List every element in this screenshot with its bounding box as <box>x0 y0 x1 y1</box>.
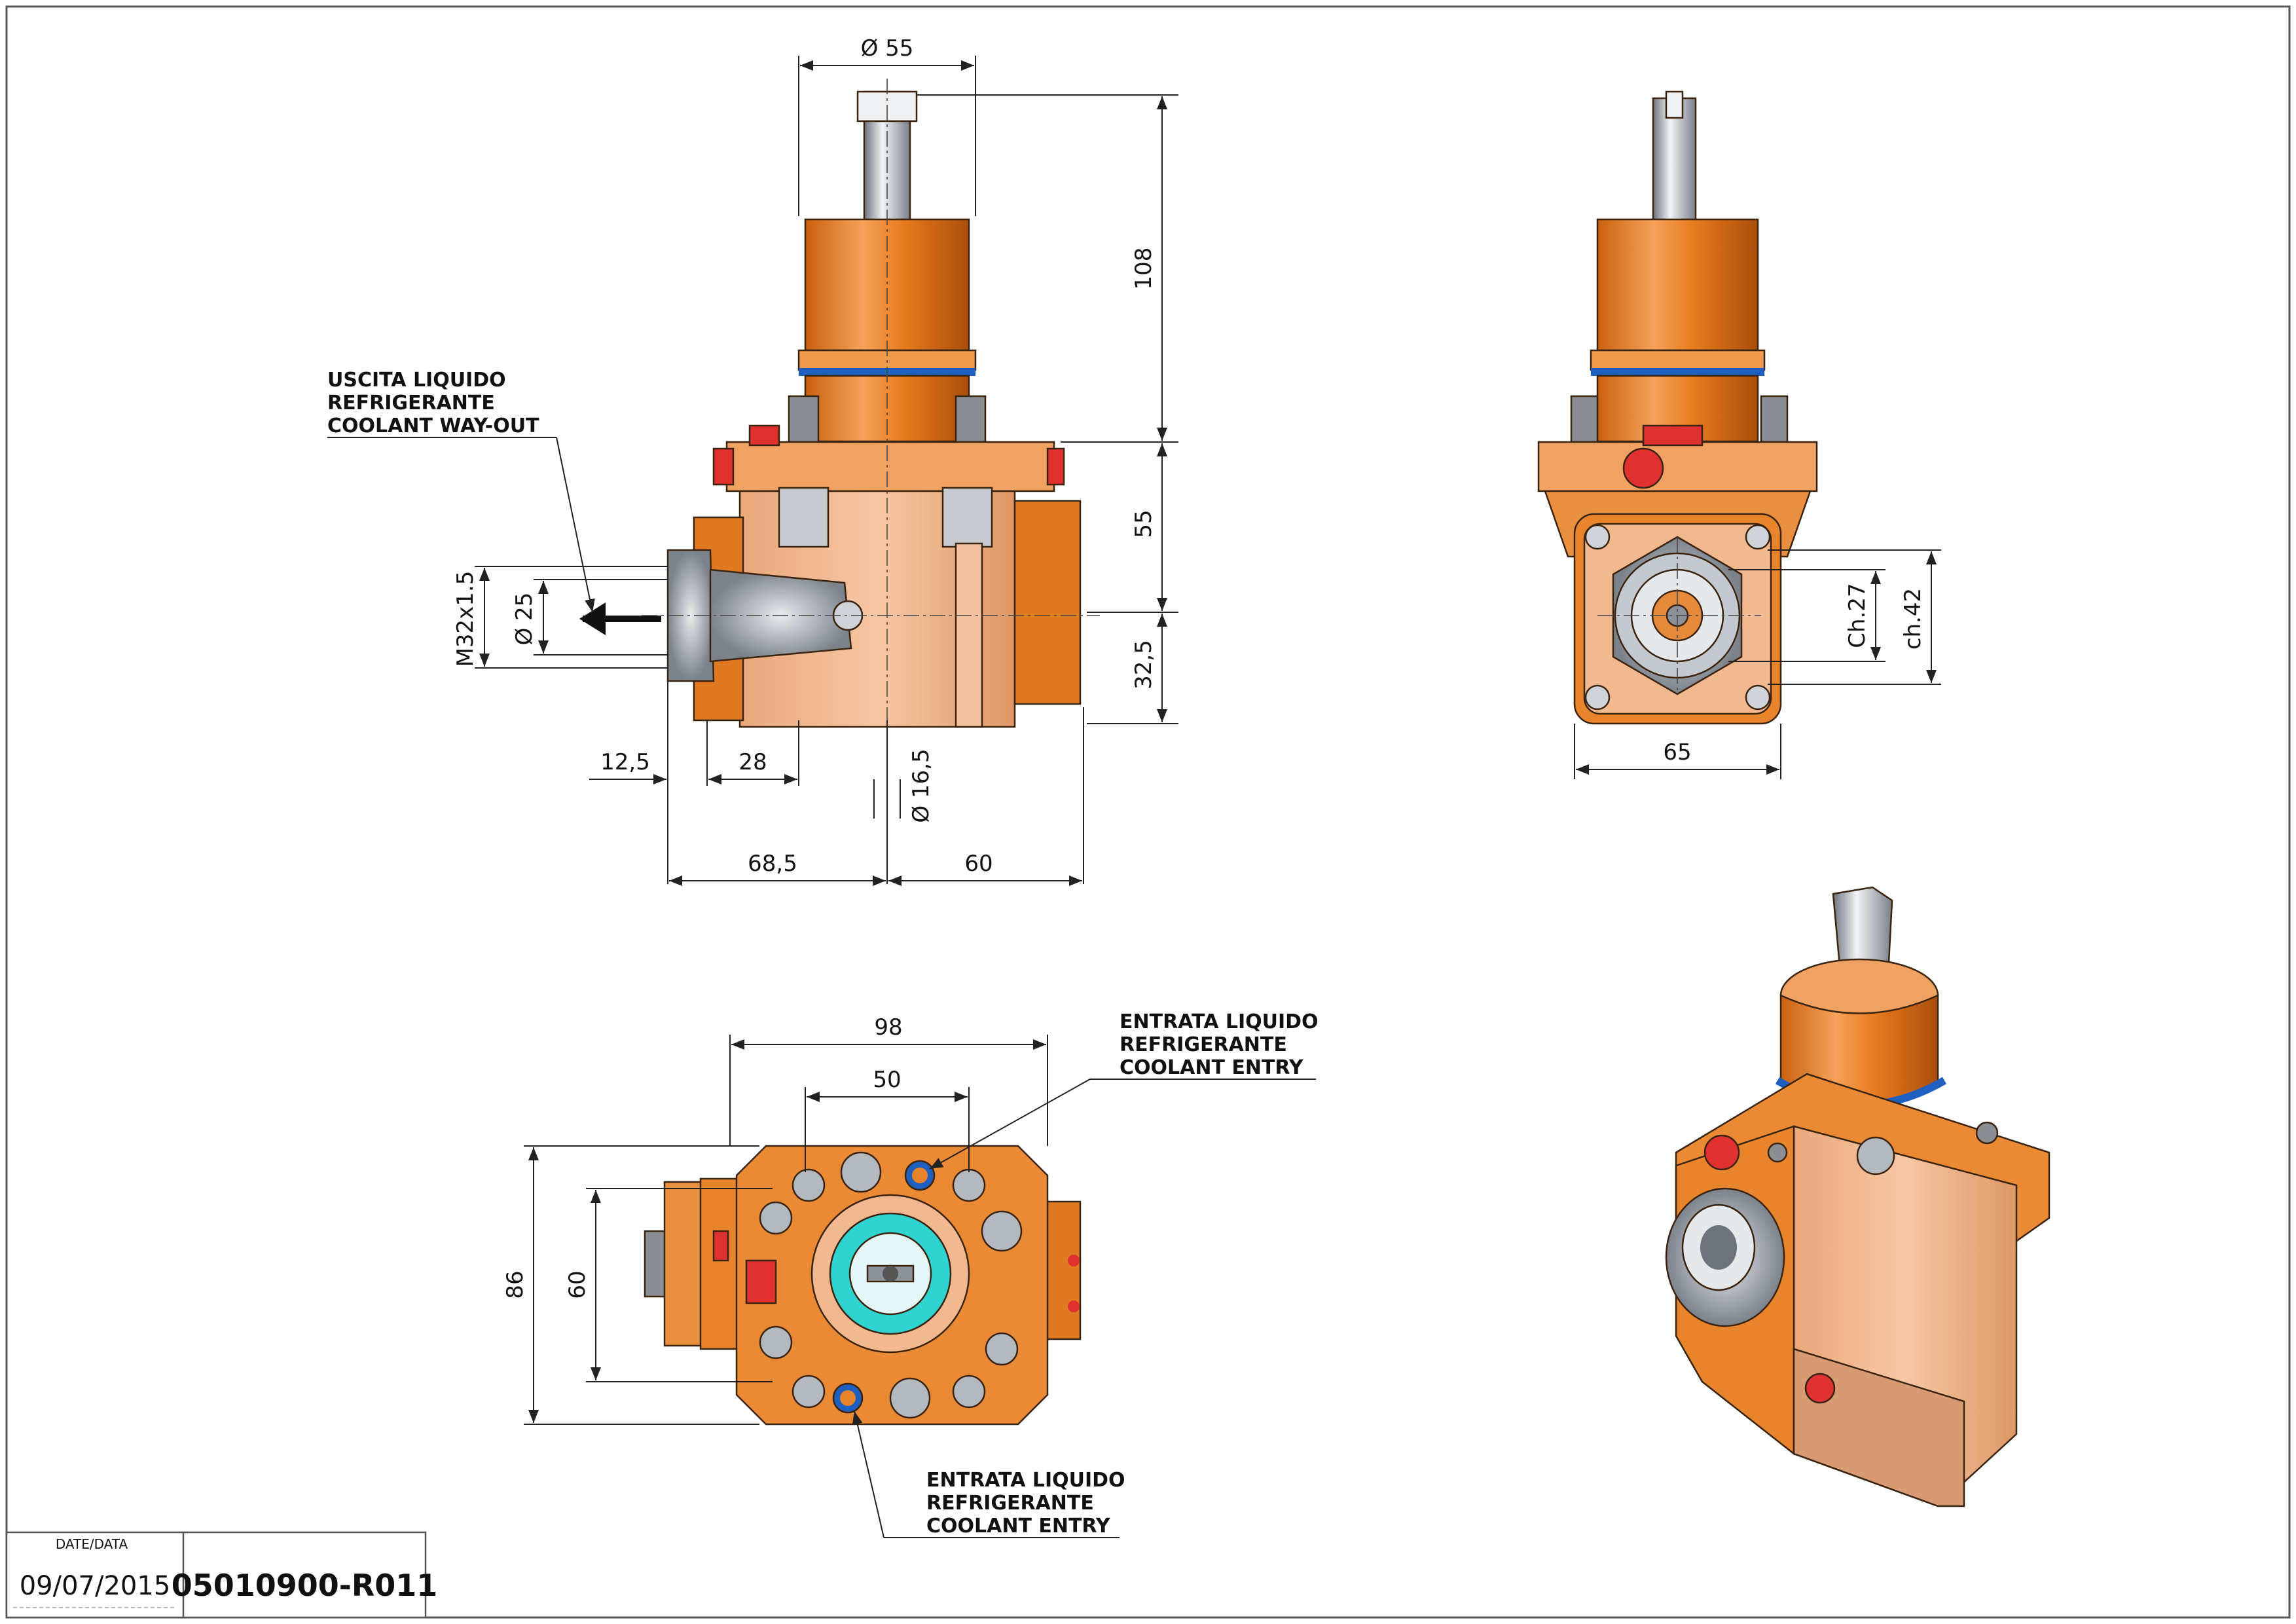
dim-h32-5: 32,5 <box>1131 640 1157 690</box>
dim-w12-5: 12,5 <box>600 749 650 775</box>
front-bolt-left <box>1570 395 1599 443</box>
iso-shaft <box>1832 886 1893 967</box>
dim-ch27: Ch.27 <box>1844 583 1870 648</box>
bottom-center <box>883 1266 898 1282</box>
label-coolant-in-bottom: ENTRATA LIQUIDO REFRIGERANTE COOLANT ENT… <box>852 1411 1125 1538</box>
label-coolant-in-top-line3: COOLANT ENTRY <box>1120 1056 1304 1079</box>
side-collet-nut <box>666 549 715 682</box>
isometric-view <box>1665 886 2050 1507</box>
iso-red-plug-bottom <box>1804 1373 1836 1404</box>
bottom-screws <box>759 1151 1023 1419</box>
front-blue-ring <box>1591 368 1764 376</box>
dim-d25: Ø 25 <box>511 593 538 646</box>
label-coolant-in-top-line1: ENTRATA LIQUIDO <box>1120 1010 1319 1033</box>
label-coolant-in-bottom-line1: ENTRATA LIQUIDO <box>926 1469 1125 1492</box>
front-screw-tr <box>1745 524 1771 550</box>
side-red-plug-top <box>748 424 780 447</box>
iso-bottom <box>1793 1348 1965 1507</box>
dim-h55: 55 <box>1131 509 1157 538</box>
front-cylinder <box>1596 218 1759 352</box>
label-coolant-out: USCITA LIQUIDO REFRIGERANTE COOLANT WAY-… <box>327 369 595 613</box>
dim-d55: Ø 55 <box>861 35 914 62</box>
label-coolant-out-line2: REFRIGERANTE <box>327 392 495 415</box>
dim-w98: 98 <box>874 1014 902 1041</box>
label-coolant-out-line1: USCITA LIQUIDO <box>327 369 506 392</box>
front-flange <box>1537 441 1818 492</box>
front-view <box>1537 90 1818 725</box>
front-red-plug <box>1622 447 1664 489</box>
front-collar <box>1590 349 1766 371</box>
bottom-view <box>644 1145 1082 1426</box>
side-port-left <box>778 487 829 548</box>
label-coolant-out-line3: COOLANT WAY-OUT <box>327 415 539 437</box>
side-red-plug-left <box>712 447 735 486</box>
dim-h86: 86 <box>502 1270 528 1299</box>
iso-port <box>1856 1136 1895 1175</box>
label-coolant-in-bottom-line2: REFRIGERANTE <box>926 1492 1094 1515</box>
title-block: DATE/DATA 09/07/2015 05010900-R011 <box>5 1531 438 1619</box>
label-coolant-in-bottom-line3: COOLANT ENTRY <box>926 1515 1111 1538</box>
dim-d16-5: Ø 16,5 <box>908 748 934 822</box>
label-coolant-in-top-line2: REFRIGERANTE <box>1120 1033 1287 1056</box>
dim-w60: 60 <box>964 851 993 877</box>
bottom-red-plug <box>745 1259 777 1304</box>
bottom-nose <box>663 1181 705 1347</box>
dim-w68-5: 68,5 <box>748 851 797 877</box>
dim-thread: M32x1.5 <box>452 571 479 667</box>
label-coolant-in-top: ENTRATA LIQUIDO REFRIGERANTE COOLANT ENT… <box>929 1010 1319 1170</box>
front-bolt-right <box>1760 395 1789 443</box>
dim-w50: 50 <box>873 1067 901 1093</box>
side-red-plug-right <box>1046 447 1065 486</box>
front-shaft-tip <box>1665 90 1684 119</box>
front-screw-br <box>1745 684 1771 710</box>
dim-h60: 60 <box>564 1270 591 1299</box>
bottom-red-plug-side <box>712 1230 729 1262</box>
side-view <box>579 79 1100 740</box>
coolant-out-arrowhead <box>579 602 606 635</box>
dim-ch42: ch.42 <box>1900 588 1926 650</box>
front-red-plug-top <box>1642 424 1704 447</box>
dim-h108: 108 <box>1131 248 1157 290</box>
side-channel <box>955 542 983 728</box>
bottom-dimensions: 98 50 86 60 <box>502 1014 1048 1425</box>
title-block-code: 05010900-R011 <box>172 1568 438 1603</box>
side-rear-block <box>1013 500 1082 705</box>
iso-bore <box>1700 1225 1737 1270</box>
side-bolt-left <box>788 395 820 443</box>
side-port-right <box>941 487 993 548</box>
dim-w65: 65 <box>1663 739 1691 766</box>
title-block-date-label: DATE/DATA <box>56 1536 128 1552</box>
side-dimensions: Ø 55 108 55 32,5 M32x1.5 Ø 25 12,5 28 Ø … <box>452 35 1178 886</box>
front-dimensions: Ch.27 ch.42 65 <box>1574 549 1941 779</box>
front-screw-tl <box>1584 524 1611 550</box>
sheet-border <box>5 5 2291 1619</box>
title-block-date: 09/07/2015 <box>20 1571 171 1601</box>
side-bolt-right <box>955 395 987 443</box>
dim-w28: 28 <box>738 749 767 775</box>
side-flange <box>725 441 1055 492</box>
iso-red-plug <box>1704 1134 1740 1171</box>
front-screw-bl <box>1584 684 1611 710</box>
